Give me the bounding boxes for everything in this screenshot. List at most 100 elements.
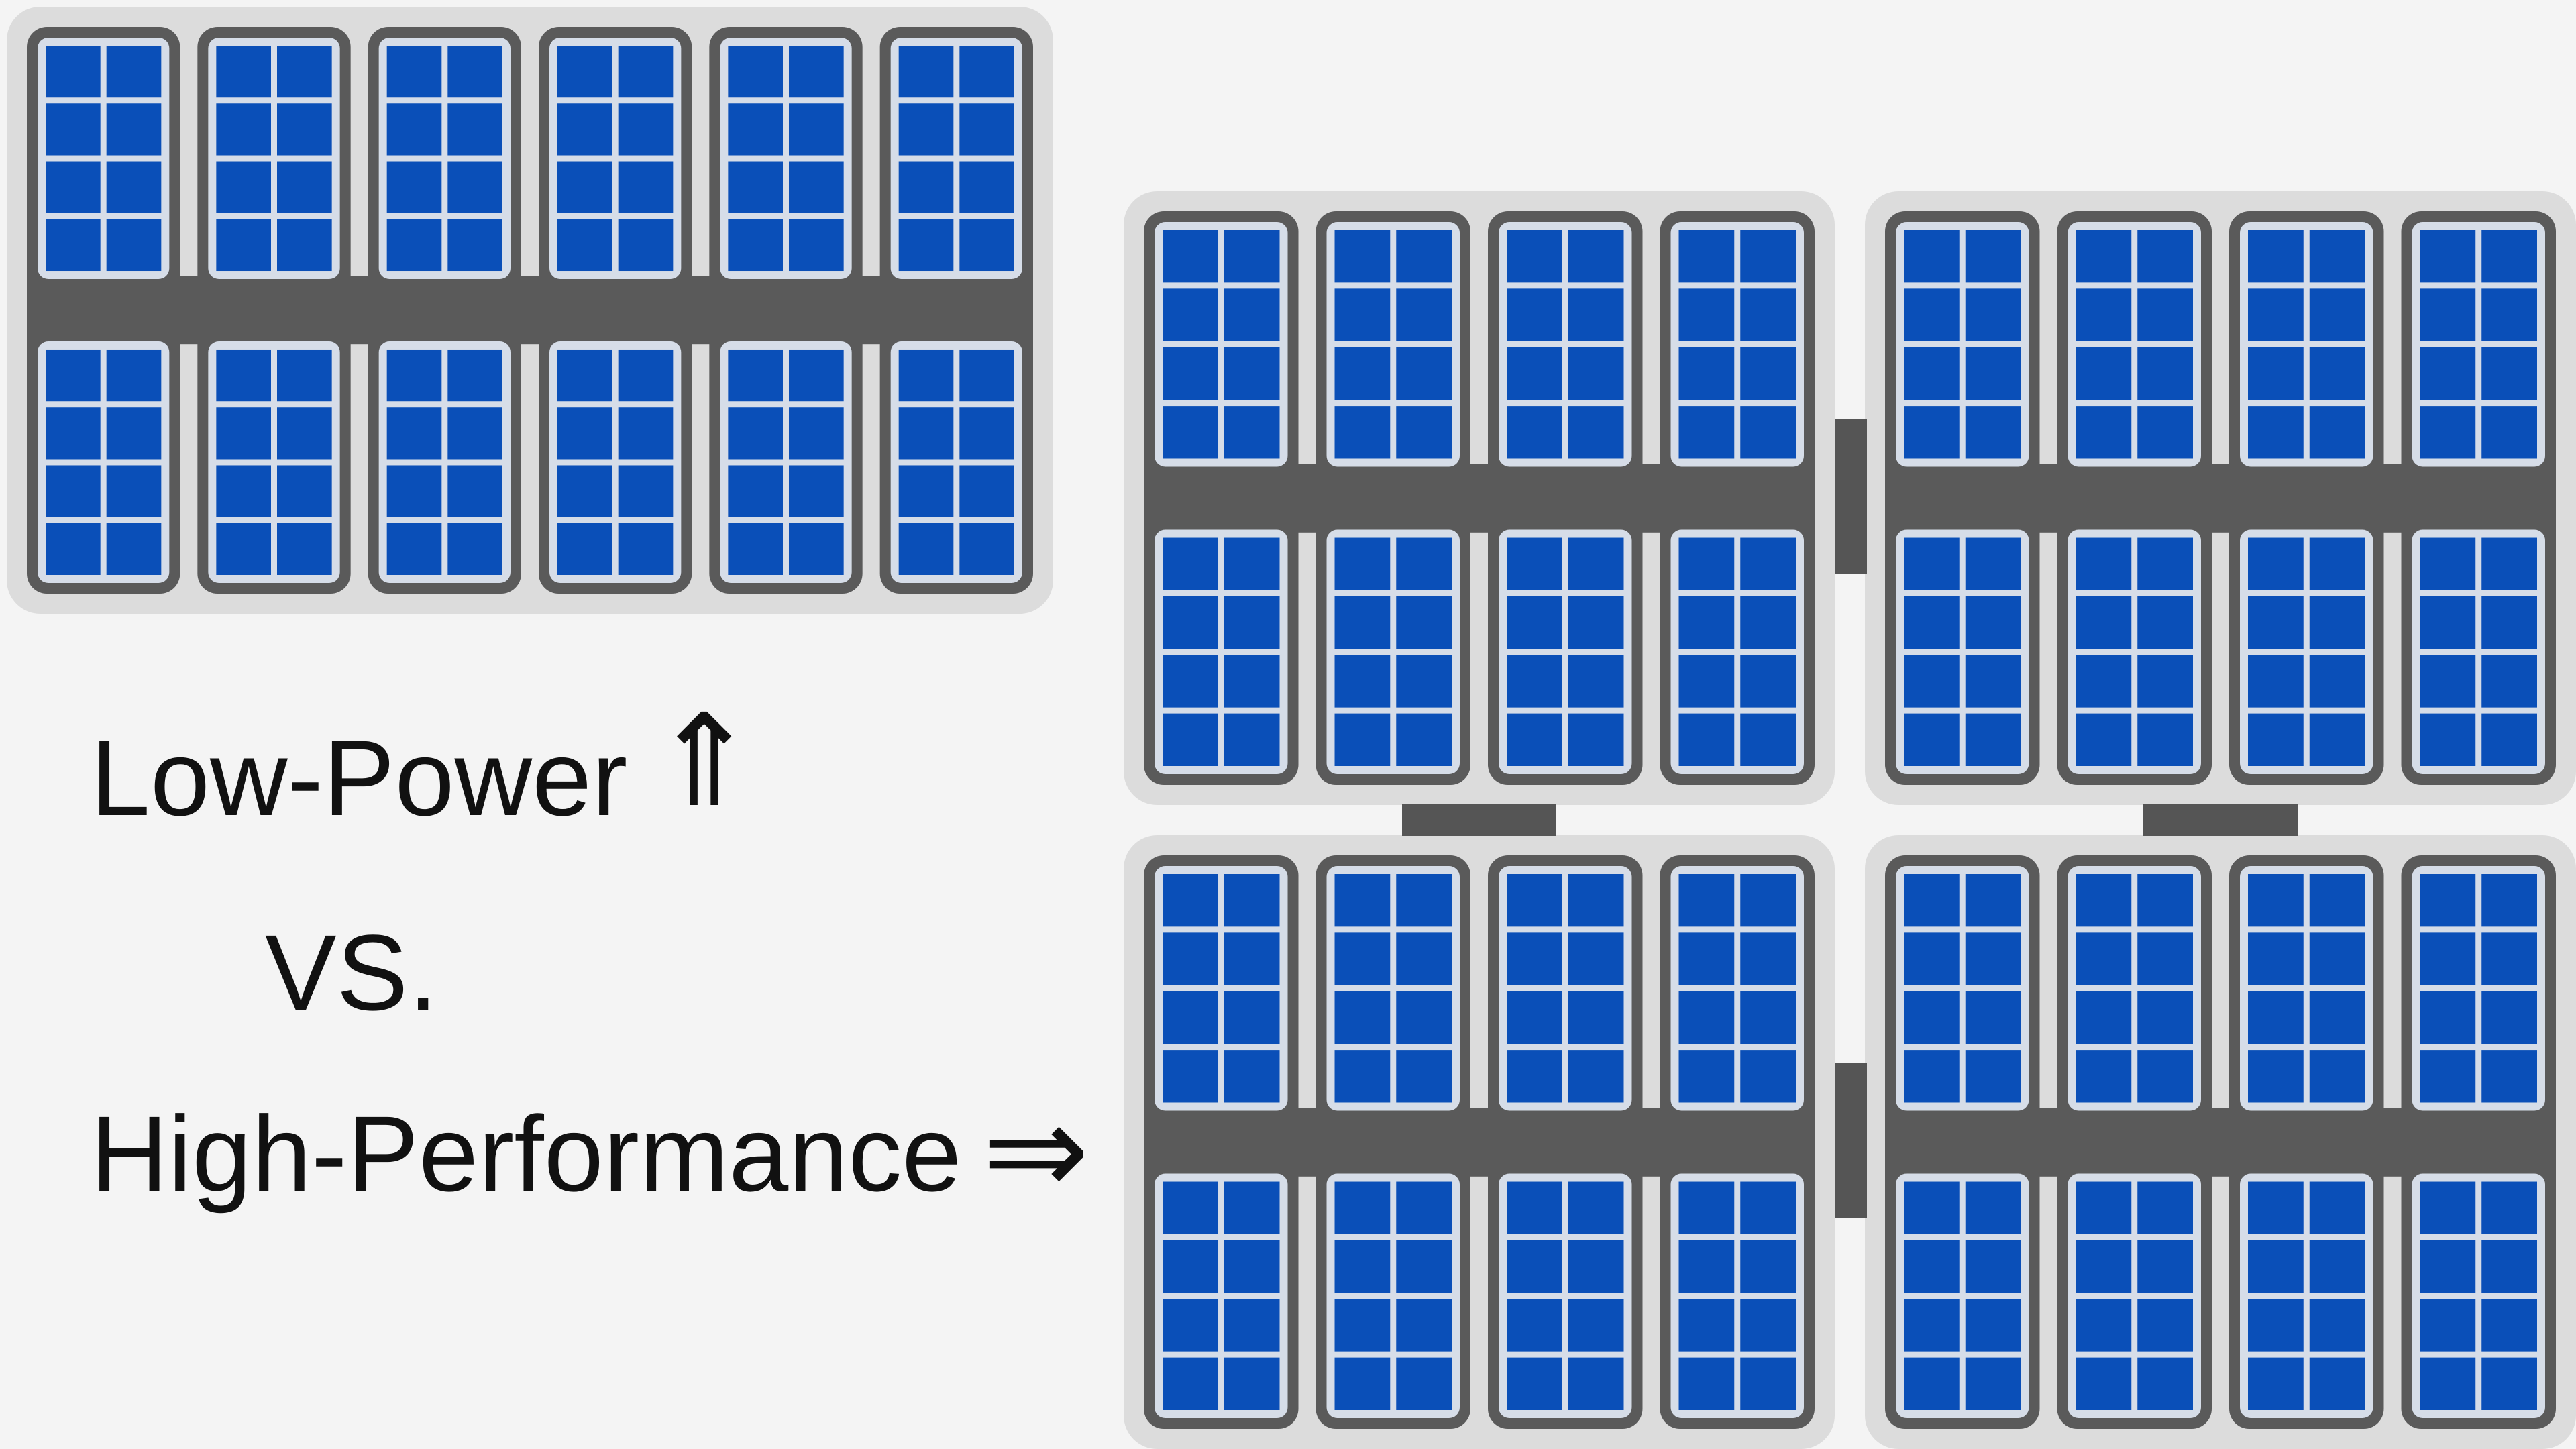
memory-cell bbox=[959, 103, 1014, 156]
memory-cell bbox=[2309, 932, 2365, 985]
memory-stack bbox=[549, 341, 682, 583]
memory-cell bbox=[728, 407, 783, 460]
memory-cell bbox=[2481, 1299, 2537, 1352]
memory-cell bbox=[2076, 347, 2132, 400]
memory-cell bbox=[1678, 406, 1735, 459]
memory-cell bbox=[1904, 406, 1960, 459]
memory-cell bbox=[1224, 1299, 1280, 1352]
memory-cell bbox=[447, 103, 502, 156]
memory-cell bbox=[1334, 596, 1391, 649]
memory-cell bbox=[1163, 596, 1218, 649]
memory-cell bbox=[959, 465, 1014, 517]
memory-cell bbox=[2481, 655, 2537, 708]
memory-cell bbox=[216, 465, 271, 517]
memory-cell bbox=[2248, 874, 2304, 927]
memory-cell bbox=[1678, 932, 1735, 985]
memory-cell bbox=[1568, 537, 1624, 590]
memory-cell bbox=[216, 407, 271, 460]
double-up-arrow-icon: ⇑ bbox=[651, 687, 758, 835]
memory-cell bbox=[1678, 713, 1735, 766]
memory-cell bbox=[1224, 991, 1280, 1044]
memory-cell bbox=[2420, 537, 2476, 590]
memory-cell bbox=[277, 523, 332, 575]
memory-cell bbox=[1678, 1357, 1735, 1410]
memory-cell bbox=[1904, 1181, 1960, 1234]
memory-cell bbox=[1965, 596, 2021, 649]
memory-cell bbox=[618, 349, 674, 402]
memory-cell bbox=[1396, 1181, 1452, 1234]
memory-cell bbox=[557, 465, 612, 517]
memory-cell bbox=[557, 407, 612, 460]
memory-cell bbox=[1740, 1357, 1796, 1410]
memory-cell bbox=[2309, 1050, 2365, 1103]
memory-stack bbox=[2412, 529, 2545, 774]
memory-cell bbox=[1334, 1357, 1391, 1410]
memory-cell bbox=[618, 103, 674, 156]
memory-stack bbox=[1896, 866, 2029, 1111]
memory-cell bbox=[2076, 1050, 2132, 1103]
memory-cell bbox=[277, 465, 332, 517]
memory-cell bbox=[1396, 1357, 1452, 1410]
memory-cell bbox=[1396, 874, 1452, 927]
memory-cell bbox=[1740, 596, 1796, 649]
memory-cell bbox=[1904, 1050, 1960, 1103]
memory-stack bbox=[378, 38, 511, 280]
memory-cell bbox=[1678, 991, 1735, 1044]
memory-stack bbox=[1499, 222, 1632, 467]
memory-cell bbox=[1568, 347, 1624, 400]
memory-stack bbox=[1155, 529, 1288, 774]
memory-cell bbox=[1740, 288, 1796, 341]
memory-cell bbox=[1163, 1357, 1218, 1410]
memory-cell bbox=[1163, 537, 1218, 590]
memory-cell bbox=[2137, 1181, 2193, 1234]
memory-cell bbox=[216, 46, 271, 98]
memory-cell bbox=[1224, 1357, 1280, 1410]
vs-label: VS. bbox=[265, 912, 438, 1032]
memory-cell bbox=[2420, 655, 2476, 708]
memory-cell bbox=[2481, 347, 2537, 400]
memory-cell bbox=[106, 161, 162, 213]
memory-cell bbox=[1678, 230, 1735, 283]
memory-stack bbox=[2068, 1173, 2201, 1418]
memory-cell bbox=[1334, 537, 1391, 590]
memory-cell bbox=[1224, 406, 1280, 459]
memory-cell bbox=[2137, 347, 2193, 400]
memory-cell bbox=[1224, 537, 1280, 590]
hp-board-3 bbox=[1124, 835, 1835, 1449]
memory-cell bbox=[1396, 347, 1452, 400]
memory-cell bbox=[1334, 230, 1391, 283]
compute-module bbox=[1660, 211, 1815, 785]
memory-stack bbox=[1499, 529, 1632, 774]
memory-cell bbox=[1740, 1181, 1796, 1234]
memory-cell bbox=[216, 219, 271, 272]
memory-cell bbox=[1740, 1050, 1796, 1103]
memory-cell bbox=[1163, 406, 1218, 459]
memory-cell bbox=[2420, 1240, 2476, 1293]
memory-cell bbox=[1965, 932, 2021, 985]
memory-cell bbox=[2420, 1299, 2476, 1352]
memory-cell bbox=[728, 46, 783, 98]
hp-board-1 bbox=[1124, 191, 1835, 805]
memory-stack bbox=[720, 341, 852, 583]
compute-module bbox=[2057, 855, 2212, 1429]
memory-cell bbox=[1678, 1240, 1735, 1293]
memory-cell bbox=[728, 219, 783, 272]
memory-cell bbox=[1904, 288, 1960, 341]
memory-cell bbox=[1678, 655, 1735, 708]
memory-cell bbox=[1334, 713, 1391, 766]
memory-cell bbox=[2481, 1357, 2537, 1410]
memory-cell bbox=[2076, 230, 2132, 283]
memory-cell bbox=[1224, 288, 1280, 341]
memory-cell bbox=[2309, 537, 2365, 590]
memory-cell bbox=[1904, 1240, 1960, 1293]
memory-cell bbox=[2309, 1299, 2365, 1352]
memory-cell bbox=[1507, 1240, 1562, 1293]
memory-cell bbox=[1396, 406, 1452, 459]
memory-cell bbox=[2137, 230, 2193, 283]
memory-stack bbox=[1896, 1173, 2029, 1418]
bridge-connector bbox=[1402, 804, 1556, 836]
memory-cell bbox=[2076, 288, 2132, 341]
memory-cell bbox=[2137, 1299, 2193, 1352]
memory-cell bbox=[1334, 874, 1391, 927]
